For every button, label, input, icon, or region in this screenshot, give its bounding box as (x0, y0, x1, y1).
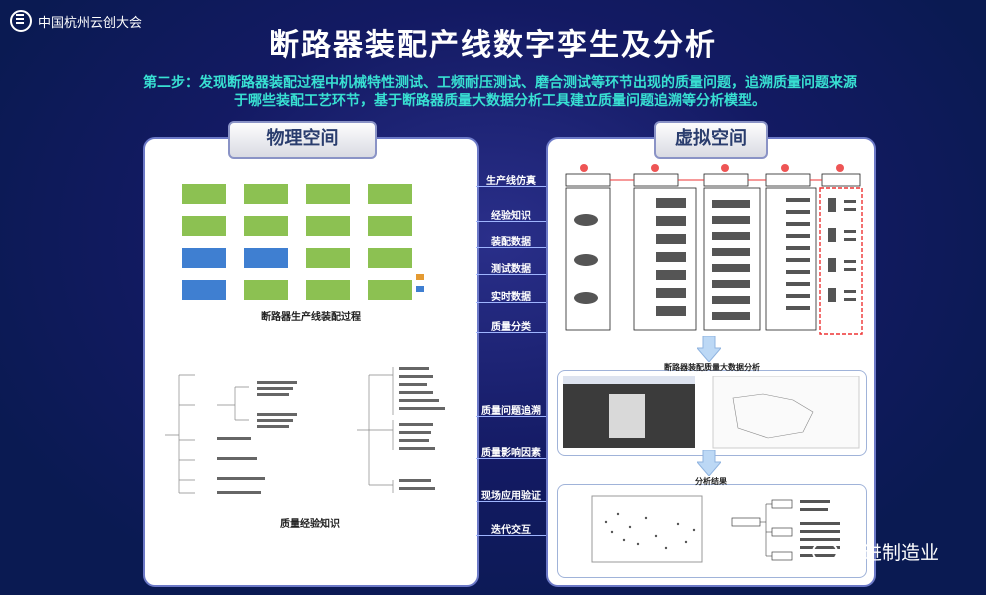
big-data-analysis-title: 断路器装配质量大数据分析 (664, 362, 760, 373)
flow-step (368, 184, 412, 204)
flow-step (306, 216, 350, 236)
watermark-text: 先进制造业 (844, 538, 939, 565)
link-label: 质量分类 (476, 318, 546, 338)
link-label: 经验知识 (476, 207, 546, 227)
assembly-flow-diagram (176, 182, 436, 302)
down-arrow-icon (697, 336, 721, 362)
link-label: 迭代交互 (476, 521, 546, 541)
flow-step (244, 248, 288, 268)
quality-knowledge-tree (157, 365, 462, 505)
down-arrow-icon (697, 450, 721, 476)
flow-step (306, 280, 350, 300)
flow-step (368, 280, 412, 300)
flow-step (182, 280, 226, 300)
flow-step (368, 216, 412, 236)
page-subtitle: 第二步：发现断路器装配过程中机械特性测试、工频耐压测试、磨合测试等环节出现的质量… (140, 74, 860, 110)
link-label: 质量问题追溯 (476, 402, 546, 422)
flow-step (244, 184, 288, 204)
page-title: 断路器装配产线数字孪生及分析 (0, 20, 986, 64)
link-label: 实时数据 (476, 288, 546, 308)
flow-step (306, 248, 350, 268)
flow-step (244, 280, 288, 300)
analysis-results-title: 分析结果 (695, 476, 727, 487)
virtual-space-header: 虚拟空间 (654, 121, 768, 159)
flow-step (368, 248, 412, 268)
flow-step (182, 184, 226, 204)
legend-marker (416, 274, 424, 280)
flow-step (182, 216, 226, 236)
analysis-screenshots (563, 376, 861, 450)
flow-step (306, 184, 350, 204)
flow-step (182, 248, 226, 268)
link-label: 测试数据 (476, 260, 546, 280)
link-label: 生产线仿真 (476, 172, 546, 192)
system-architecture-diagram (560, 160, 865, 338)
link-label: 现场应用验证 (476, 487, 546, 507)
link-label: 质量影响因素 (476, 444, 546, 464)
flow-caption: 断路器生产线装配过程 (226, 308, 396, 323)
wechat-icon (812, 541, 838, 563)
legend-marker (416, 286, 424, 292)
watermark: 先进制造业 (812, 538, 939, 565)
link-label: 装配数据 (476, 233, 546, 253)
physical-space-header: 物理空间 (228, 121, 377, 159)
flow-step (244, 216, 288, 236)
tree-caption: 质量经验知识 (240, 515, 380, 530)
